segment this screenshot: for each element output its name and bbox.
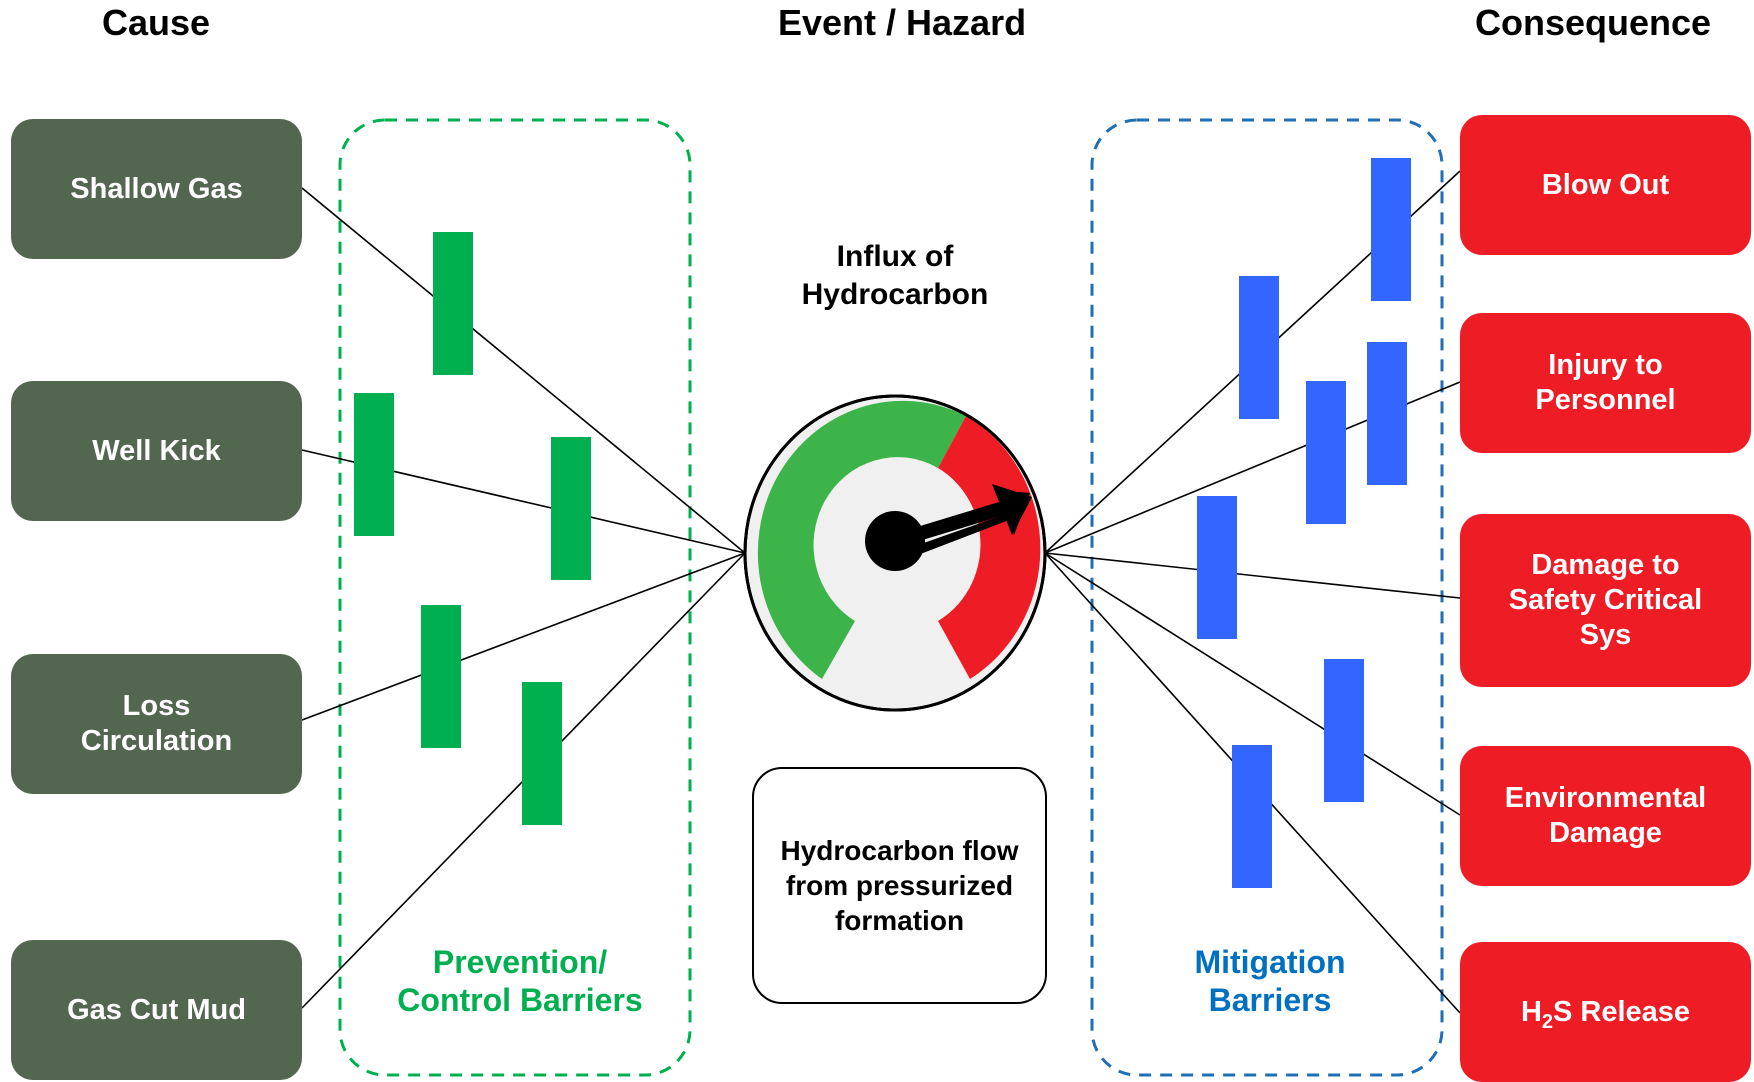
- prevention-barriers: [354, 232, 591, 825]
- cause-header: Cause: [102, 2, 211, 43]
- prevention-barrier: [421, 605, 461, 748]
- mitigation-barrier-region: [1090, 118, 1444, 1077]
- mitigation-barrier: [1232, 745, 1272, 888]
- prevention-barrier: [354, 393, 394, 536]
- consequence-label: Environmental Damage: [1504, 782, 1707, 849]
- consequence-header: Consequence: [1475, 2, 1712, 43]
- cause-label: Well Kick: [92, 434, 221, 467]
- prevention-barrier: [551, 437, 591, 580]
- cause-loss-circulation: Loss Circulation: [11, 654, 302, 794]
- consequence-label: Injury to Personnel: [1535, 349, 1676, 416]
- gauge-rim: [743, 394, 1047, 712]
- prevention-barrier: [433, 232, 473, 375]
- gauge-needle-head: [992, 484, 1032, 535]
- consequence-blow-out: Blow Out: [1460, 115, 1751, 255]
- event-header: Event / Hazard: [778, 2, 1027, 43]
- prevention-barrier: [522, 682, 562, 825]
- hazard-description-box: Hydrocarbon flow from pressurized format…: [752, 767, 1047, 1004]
- cause-shallow-gas: Shallow Gas: [11, 119, 302, 259]
- prevention-barrier-region: [338, 118, 692, 1077]
- consequence-label: Blow Out: [1541, 168, 1670, 201]
- connector-damage-scs: [1044, 552, 1461, 599]
- connector-loss-circulation: [301, 552, 746, 721]
- mitigation-barriers-label: Mitigation Barriers: [1194, 944, 1346, 1018]
- mitigation-barrier: [1306, 381, 1346, 524]
- mitigation-barrier: [1197, 496, 1237, 639]
- consequence-injury: Injury to Personnel: [1460, 313, 1751, 453]
- cause-label: Shallow Gas: [70, 172, 243, 205]
- mitigation-barrier: [1367, 342, 1407, 485]
- gauge-green-arc: [757, 400, 966, 679]
- consequence-label: Damage to Safety Critical Sys: [1508, 549, 1703, 651]
- consequence-environmental: Environmental Damage: [1460, 746, 1751, 886]
- gauge-hub: [865, 511, 925, 571]
- consequence-h2s-release: H2S Release: [1460, 942, 1751, 1082]
- prevention-barriers-label: Prevention/ Control Barriers: [397, 944, 643, 1018]
- cause-label: Loss Circulation: [80, 690, 233, 757]
- hazard-title: Influx of Hydrocarbon: [801, 240, 989, 311]
- connector-shallow-gas: [301, 187, 746, 554]
- cause-label: Gas Cut Mud: [67, 993, 246, 1026]
- gauge-red-arc: [938, 416, 1041, 679]
- hazard-gauge: [743, 394, 1047, 712]
- connector-environmental: [1044, 552, 1461, 816]
- consequence-label: H2S Release: [1520, 995, 1691, 1033]
- mitigation-barrier: [1324, 659, 1364, 802]
- gauge-needle-icon: [895, 491, 1030, 563]
- hazard-description: Hydrocarbon flow from pressurized format…: [780, 835, 1019, 936]
- cause-gas-cut-mud: Gas Cut Mud: [11, 940, 302, 1080]
- cause-connectors: [301, 187, 746, 1009]
- mitigation-barrier: [1239, 276, 1279, 419]
- consequence-damage-scs: Damage to Safety Critical Sys: [1460, 514, 1751, 687]
- mitigation-barriers: [1197, 158, 1411, 888]
- mitigation-barrier: [1371, 158, 1411, 301]
- cause-well-kick: Well Kick: [11, 381, 302, 521]
